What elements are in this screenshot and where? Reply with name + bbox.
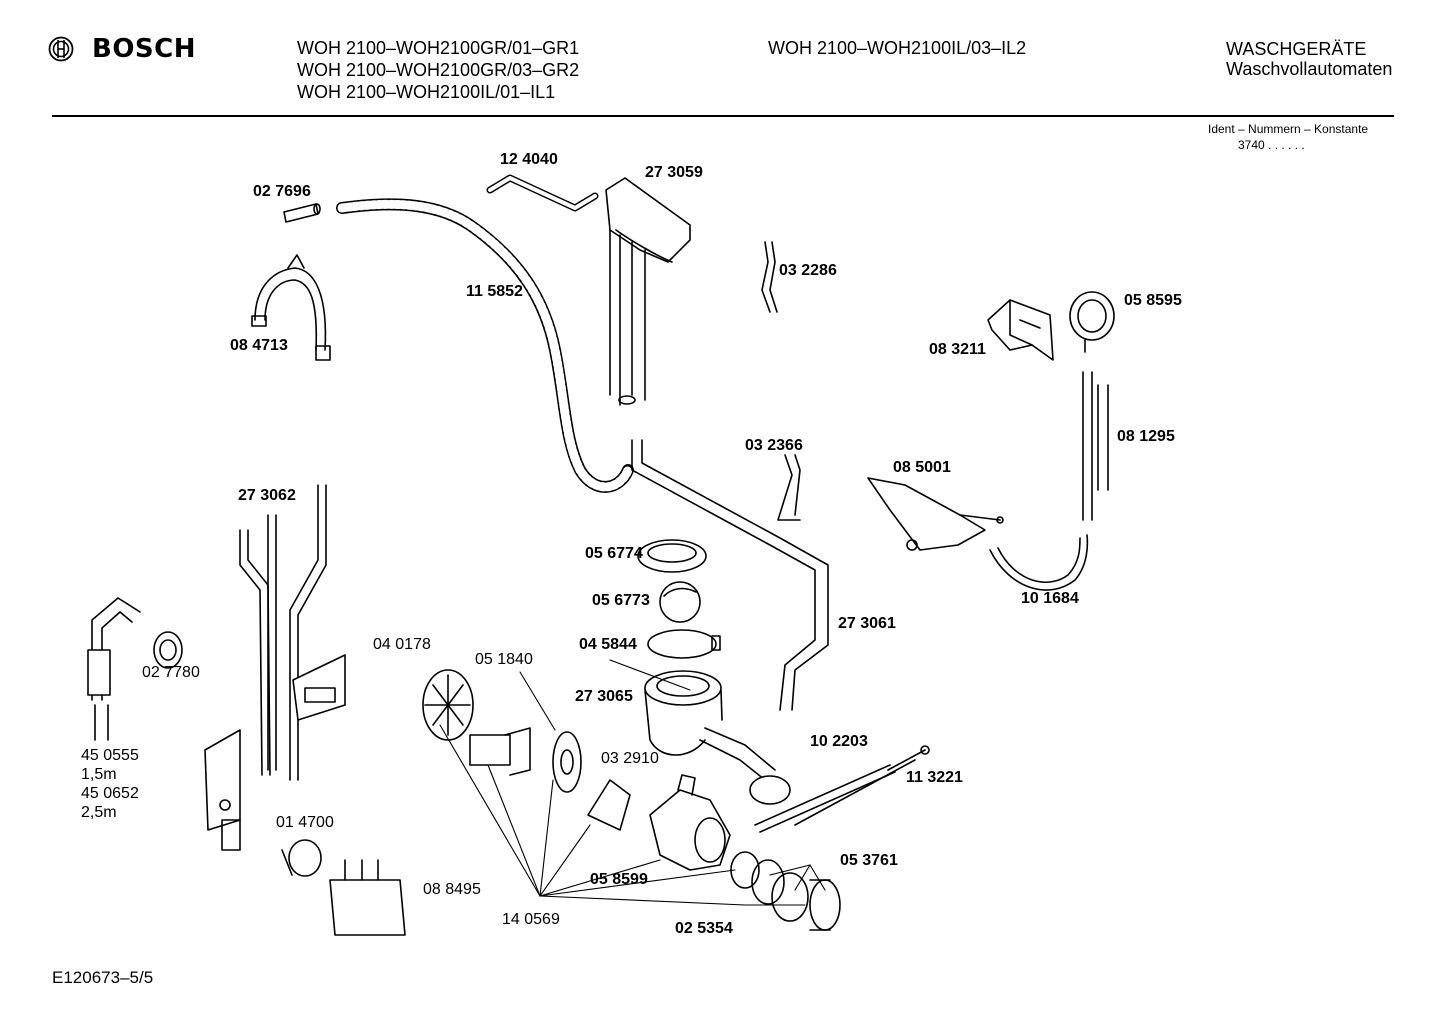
bosch-logo-icon xyxy=(48,36,74,62)
part-115852-hose xyxy=(336,198,634,493)
model-line: WOH 2100–WOH2100GR/03–GR2 xyxy=(297,60,580,80)
part-label-027696: 02 7696 xyxy=(253,183,311,200)
part-085001-heater xyxy=(867,477,1004,551)
part-label-084713: 08 4713 xyxy=(230,337,288,354)
part-081295-tubes xyxy=(1082,371,1109,521)
part-056773-ball xyxy=(659,581,701,623)
part-113221-screw xyxy=(887,745,930,771)
part-273059-inlet xyxy=(605,177,691,406)
part-273065-sump-hose xyxy=(644,670,791,805)
part-label-length-1: 1,5m xyxy=(81,766,117,783)
part-label-045844: 04 5844 xyxy=(579,636,637,653)
part-label-273061: 27 3061 xyxy=(838,615,896,632)
brand-block: BOSCH xyxy=(48,34,196,64)
part-label-088495: 08 8495 xyxy=(423,881,481,898)
part-label-056774: 05 6774 xyxy=(585,545,643,562)
part-label-083211: 08 3211 xyxy=(929,341,986,358)
category-title: WASCHGERÄTE xyxy=(1226,39,1367,59)
part-label-053761: 05 3761 xyxy=(840,852,898,869)
part-053761-rings xyxy=(730,851,841,931)
part-027696-connector xyxy=(283,203,321,223)
part-bracket-plate xyxy=(292,654,346,721)
header-rule xyxy=(52,115,1394,117)
part-102203-rod xyxy=(754,759,916,833)
part-040178-fan xyxy=(422,669,474,741)
part-032286-bracket xyxy=(761,241,778,313)
ident-title: Ident – Nummern – Konstante xyxy=(1208,122,1369,136)
category-subtitle: Waschvollautomaten xyxy=(1226,59,1393,79)
model-list-1: WOH 2100–WOH2100GR/01–GR1 WOH 2100–WOH21… xyxy=(297,37,579,103)
part-label-115852: 11 5852 xyxy=(466,283,523,300)
part-label-051840: 05 1840 xyxy=(475,651,533,668)
part-label-014700: 01 4700 xyxy=(276,814,334,831)
part-label-124040: 12 4040 xyxy=(500,151,558,168)
part-label-101684: 10 1684 xyxy=(1021,590,1079,607)
part-impeller-disc xyxy=(552,731,582,793)
part-273061-hose xyxy=(631,439,829,711)
part-label-140569: 14 0569 xyxy=(502,911,560,928)
part-124040-rod xyxy=(486,174,599,212)
part-083211-holder xyxy=(987,299,1054,361)
diagram-code: E120673–5/5 xyxy=(52,968,154,987)
brand-name: BOSCH xyxy=(92,34,196,64)
category-block: WASCHGERÄTE Waschvollautomaten xyxy=(1226,39,1392,79)
part-045844-clamp xyxy=(647,629,721,659)
part-label-length-2: 2,5m xyxy=(81,804,117,821)
part-051840-motor xyxy=(469,727,531,776)
part-label-273062: 27 3062 xyxy=(238,487,296,504)
part-450555-drain-hose xyxy=(87,597,141,741)
part-058595-pressure-switch xyxy=(1069,291,1115,353)
part-pump-housing xyxy=(649,774,731,871)
leader-lines xyxy=(439,659,826,906)
part-label-032286: 03 2286 xyxy=(779,262,837,279)
part-014700-filter xyxy=(281,839,322,877)
part-056774-seal xyxy=(637,539,707,573)
part-label-058595: 05 8595 xyxy=(1124,292,1182,309)
part-label-273059: 27 3059 xyxy=(645,164,703,181)
model-list-2: WOH 2100–WOH2100IL/03–IL2 xyxy=(768,37,1026,59)
part-032366-holder xyxy=(777,454,801,521)
part-label-056773: 05 6773 xyxy=(592,592,650,609)
part-273062-hoses xyxy=(239,484,327,781)
part-label-102203: 10 2203 xyxy=(810,733,868,750)
part-027780-ring xyxy=(153,631,183,669)
part-032910-cover xyxy=(587,779,631,831)
part-label-040178: 04 0178 xyxy=(373,636,431,653)
part-label-032366: 03 2366 xyxy=(745,437,803,454)
part-mounting-plate xyxy=(204,729,241,851)
part-101684-hose xyxy=(989,534,1089,591)
model-line: WOH 2100–WOH2100IL/01–IL1 xyxy=(297,82,556,102)
part-088495-valve xyxy=(329,859,406,936)
part-label-032910: 03 2910 xyxy=(601,750,659,767)
part-label-058599: 05 8599 xyxy=(590,871,648,888)
part-label-450652: 45 0652 xyxy=(81,785,139,802)
part-084713-clip xyxy=(251,254,331,361)
part-label-081295: 08 1295 xyxy=(1117,428,1175,445)
ident-value: 3740 . . . . . . xyxy=(1238,138,1305,152)
model-line: WOH 2100–WOH2100GR/01–GR1 xyxy=(297,38,580,58)
part-label-025354: 02 5354 xyxy=(675,920,733,937)
model-line: WOH 2100–WOH2100IL/03–IL2 xyxy=(768,38,1027,58)
part-label-113221: 11 3221 xyxy=(906,769,963,786)
part-label-450555: 45 0555 xyxy=(81,747,139,764)
part-label-027780: 02 7780 xyxy=(142,664,200,681)
part-label-273065: 27 3065 xyxy=(575,688,633,705)
part-label-085001: 08 5001 xyxy=(893,459,951,476)
